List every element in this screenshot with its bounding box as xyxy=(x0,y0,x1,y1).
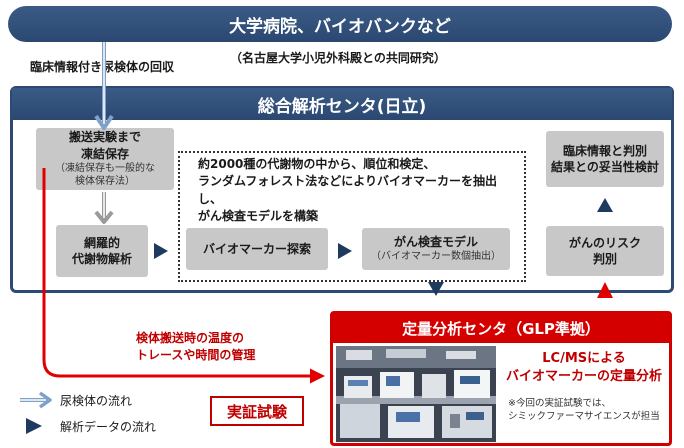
method-line1: 約2000種の代謝物の中から、順位和検定、 xyxy=(198,157,436,171)
legend-data-flow-icon xyxy=(26,418,42,434)
lcms-line2: バイオマーカーの定量分析 xyxy=(505,368,662,384)
urine-flow-arrow-inner xyxy=(94,192,114,224)
lcms-line1: LC/MSによる xyxy=(542,351,626,366)
collaboration-note: （名古屋大学小児外科殿との共同研究） xyxy=(230,51,446,65)
method-line2: ランダムフォレスト法などによりバイオマーカーを抽出し、 xyxy=(198,174,498,206)
lcms-description: LC/MSによる バイオマーカーの定量分析 xyxy=(500,350,668,385)
lab-equipment-illustration xyxy=(336,346,496,442)
frozen-storage-sub2: 検体保存法） xyxy=(75,176,135,188)
sample-transport-red-line xyxy=(42,168,325,384)
risk-line1: がんのリスク xyxy=(568,235,641,250)
method-line3: がん検査モデルを構築 xyxy=(198,209,319,224)
cancer-model-sub: （バイオマーカー数個抽出） xyxy=(371,251,501,263)
metabolome-analysis-box: 網羅的 代謝物解析 xyxy=(56,225,148,277)
data-flow-arrow-1 xyxy=(154,243,168,259)
quant-center-title: 定量分析センタ（GLP準拠） xyxy=(402,319,600,338)
legend-urine-flow-icon xyxy=(20,391,52,409)
biomarker-search-label: バイオマーカー探索 xyxy=(202,241,311,256)
top-banner: 大学病院、バイオバンクなど xyxy=(8,6,672,42)
analysis-center-title: 総合解析センタ(日立) xyxy=(257,96,427,117)
temperature-management-note: 検体搬送時の温度の トレースや時間の管理 xyxy=(136,330,255,365)
urine-flow-arrow-top xyxy=(94,42,114,130)
note-line1: ※今回の実証試験では、 xyxy=(508,398,611,409)
biomarker-search-box: バイオマーカー探索 xyxy=(186,228,328,270)
cancer-test-model-box: がん検査モデル （バイオマーカー数個抽出） xyxy=(362,228,510,270)
quant-center-header: 定量分析センタ（GLP準拠） xyxy=(333,313,669,343)
temp-line1: 検体搬送時の温度の xyxy=(136,331,245,345)
cancer-model-line1: がん検査モデル xyxy=(393,235,478,250)
frozen-storage-box: 搬送実験まで 凍結保存 （凍結保存も一般的な 検体保存法） xyxy=(36,128,174,190)
verification-label-box: 実証試験 xyxy=(210,396,304,426)
temp-line2: トレースや時間の管理 xyxy=(136,348,256,363)
frozen-storage-sub1: （凍結保存も一般的な xyxy=(55,162,155,174)
modeling-dotted-frame xyxy=(178,151,526,282)
cancer-risk-box: がんのリスク 判別 xyxy=(546,226,664,276)
data-flow-arrow-4 xyxy=(597,198,613,212)
frozen-storage-line1: 搬送実験まで xyxy=(68,130,141,145)
data-flow-arrow-2 xyxy=(338,243,352,259)
analysis-center-header: 総合解析センタ(日立) xyxy=(12,88,672,120)
frozen-storage-line2: 凍結保存 xyxy=(80,146,129,161)
risk-line2: 判別 xyxy=(592,252,617,266)
clinical-validation-box: 臨床情報と判別 結果との妥当性検討 xyxy=(546,131,664,187)
legend-urine-flow-label: 尿検体の流れ xyxy=(60,394,133,408)
metabolome-line2: 代謝物解析 xyxy=(71,252,132,266)
method-description: 約2000種の代謝物の中から、順位和検定、 ランダムフォレスト法などによりバイオ… xyxy=(198,156,518,226)
clinical-line1: 臨床情報と判別 xyxy=(562,143,647,158)
metabolome-line1: 網羅的 xyxy=(83,235,120,250)
verification-label: 実証試験 xyxy=(226,402,287,421)
clinical-line2: 結果との妥当性検討 xyxy=(551,160,659,174)
note-line2: シミックファーマサイエンスが担当 xyxy=(508,411,660,423)
legend-data-flow-label: 解析データの流れ xyxy=(60,420,157,434)
quant-note: ※今回の実証試験では、 シミックファーマサイエンスが担当 xyxy=(508,397,668,424)
top-banner-title: 大学病院、バイオバンクなど xyxy=(229,16,451,37)
quant-to-risk-red-arrow xyxy=(597,282,613,298)
data-flow-arrow-3 xyxy=(428,282,444,296)
lab-photo xyxy=(336,346,496,442)
